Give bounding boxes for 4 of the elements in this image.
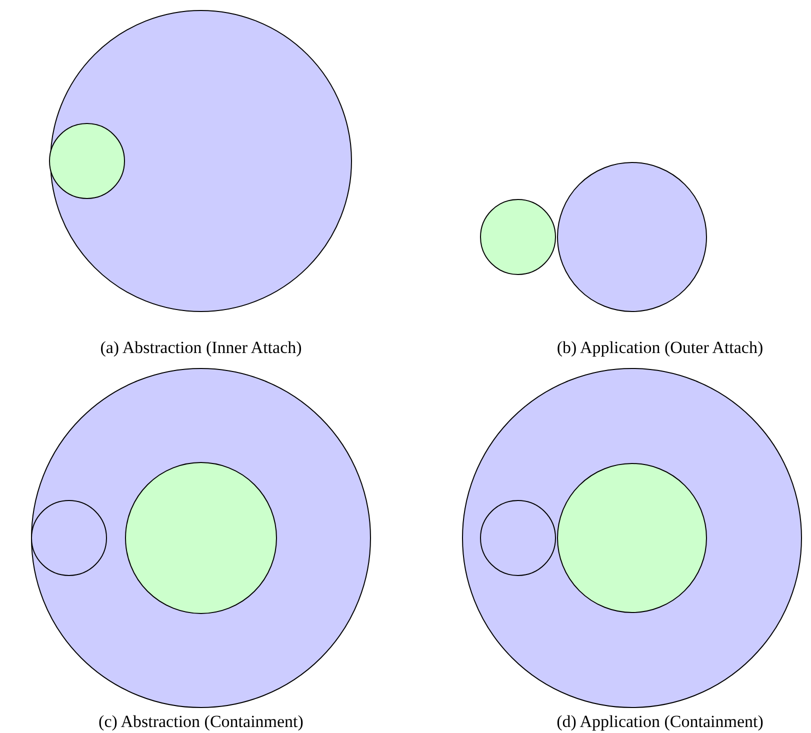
subfigure-caption: (b) Application (Outer Attach)	[556, 338, 764, 358]
subfigure-caption: (c) Abstraction (Containment)	[98, 712, 304, 732]
subfigure-caption: (a) Abstraction (Inner Attach)	[100, 338, 302, 358]
subfigure-caption: (d) Application (Containment)	[556, 712, 764, 732]
